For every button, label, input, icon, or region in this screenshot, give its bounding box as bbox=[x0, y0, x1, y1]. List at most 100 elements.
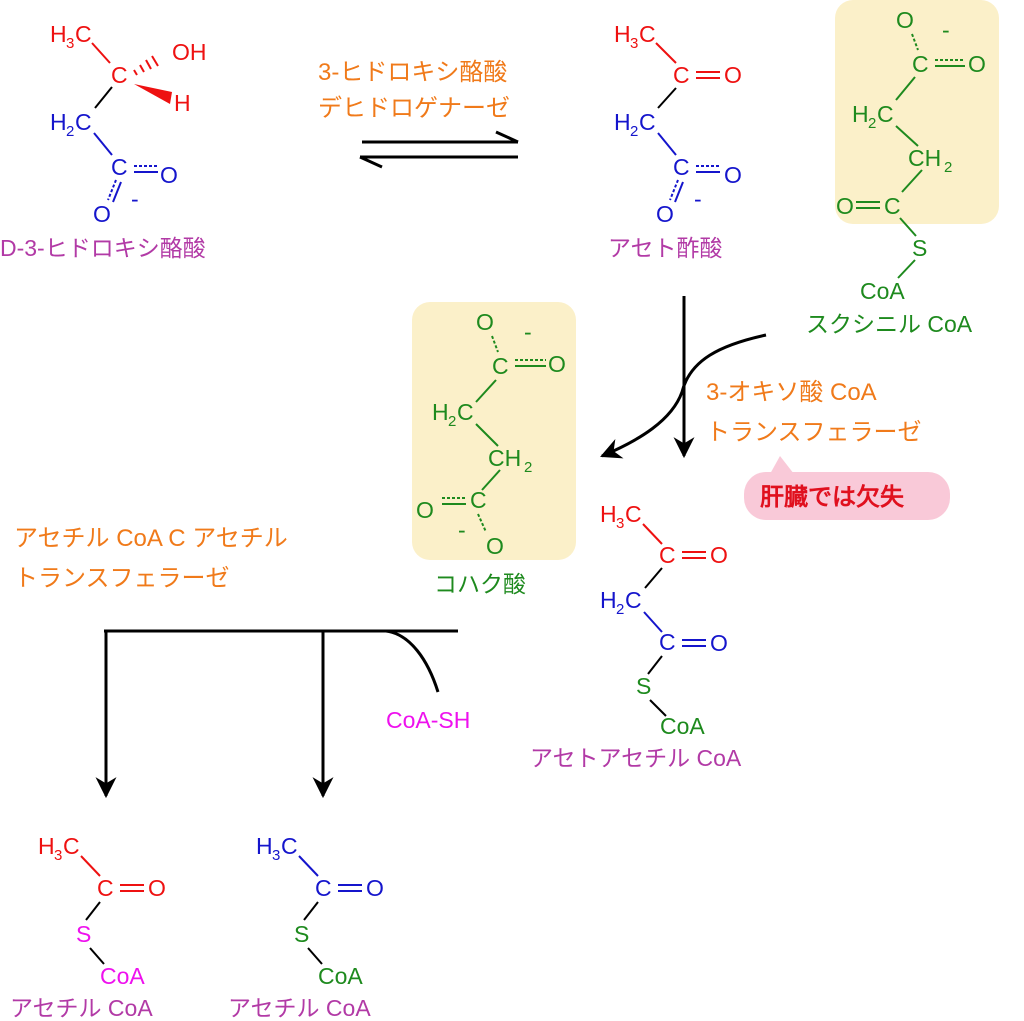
svg-text:3: 3 bbox=[54, 847, 62, 864]
svg-text:S: S bbox=[76, 921, 91, 947]
enzyme-label-transferase-2: トランスフェラーゼ bbox=[706, 419, 922, 446]
svg-text:CoA: CoA bbox=[660, 713, 705, 739]
acetoacetyl-coa-structure: H 3 C C O H 2 C C O S CoA bbox=[600, 501, 728, 739]
svg-text:-: - bbox=[131, 186, 139, 212]
svg-text:O: O bbox=[366, 875, 384, 901]
svg-text:C: C bbox=[281, 833, 298, 859]
svg-text:2: 2 bbox=[524, 459, 532, 476]
acetoacetate-structure: H 3 C C O H 2 C C O O - bbox=[614, 21, 742, 227]
svg-text:O: O bbox=[896, 7, 914, 33]
svg-text:H: H bbox=[432, 399, 449, 425]
svg-text:O: O bbox=[710, 542, 728, 568]
svg-text:C: C bbox=[470, 487, 487, 513]
svg-text:O: O bbox=[160, 162, 178, 188]
svg-text:H: H bbox=[50, 21, 67, 47]
acetyl-coa-structure-1: H 3 C C O S CoA bbox=[38, 833, 166, 989]
svg-text:H: H bbox=[256, 833, 273, 859]
svg-text:C: C bbox=[63, 833, 80, 859]
svg-text:C: C bbox=[97, 875, 114, 901]
svg-text:3: 3 bbox=[630, 35, 638, 52]
svg-text:O: O bbox=[968, 51, 986, 77]
svg-text:O: O bbox=[724, 62, 742, 88]
svg-text:C: C bbox=[659, 542, 676, 568]
svg-text:-: - bbox=[942, 17, 950, 43]
svg-text:3: 3 bbox=[272, 847, 280, 864]
svg-text:肝臓では欠失: 肝臓では欠失 bbox=[760, 483, 905, 511]
compound-label-acetoacetyl-coa: アセトアセチル CoA bbox=[530, 745, 742, 771]
svg-text:3: 3 bbox=[66, 35, 74, 52]
svg-text:C: C bbox=[659, 629, 676, 655]
compound-label-acetyl-coa-2: アセチル CoA bbox=[228, 995, 371, 1021]
liver-deficiency-callout: 肝臓では欠失 bbox=[744, 456, 950, 520]
svg-text:S: S bbox=[912, 235, 927, 261]
svg-text:H: H bbox=[38, 833, 55, 859]
svg-text:-: - bbox=[524, 319, 532, 345]
equilibrium-arrow bbox=[359, 130, 519, 169]
svg-text:H: H bbox=[852, 101, 869, 127]
thiolase-arrow bbox=[95, 629, 458, 799]
svg-text:2: 2 bbox=[616, 601, 624, 618]
svg-text:O: O bbox=[416, 497, 434, 523]
svg-text:C: C bbox=[673, 62, 690, 88]
enzyme-label-transferase-1: 3-オキソ酸 CoA bbox=[706, 379, 877, 406]
compound-label-succinate: コハク酸 bbox=[434, 571, 526, 597]
svg-text:C: C bbox=[884, 193, 901, 219]
svg-text:C: C bbox=[673, 154, 690, 180]
succinate-structure: O - C O H 2 C CH 2 C O O - bbox=[416, 309, 566, 559]
svg-text:2: 2 bbox=[448, 413, 456, 430]
svg-text:-: - bbox=[458, 517, 466, 543]
svg-text:O: O bbox=[148, 875, 166, 901]
svg-text:CoA: CoA bbox=[100, 963, 145, 989]
svg-text:CH: CH bbox=[908, 145, 941, 171]
svg-text:C: C bbox=[111, 62, 128, 88]
svg-text:H: H bbox=[174, 90, 191, 116]
svg-text:C: C bbox=[625, 501, 642, 527]
svg-text:S: S bbox=[294, 921, 309, 947]
svg-text:C: C bbox=[492, 353, 509, 379]
svg-text:C: C bbox=[315, 875, 332, 901]
svg-text:H: H bbox=[600, 587, 617, 613]
enzyme-label-thiolase-1: アセチル CoA C アセチル bbox=[14, 525, 288, 552]
svg-text:C: C bbox=[75, 109, 92, 135]
svg-text:C: C bbox=[639, 21, 656, 47]
svg-text:O: O bbox=[476, 309, 494, 335]
svg-text:CoA: CoA bbox=[860, 278, 905, 304]
svg-text:H: H bbox=[614, 109, 631, 135]
svg-text:H: H bbox=[614, 21, 631, 47]
svg-text:2: 2 bbox=[630, 123, 638, 140]
svg-text:H: H bbox=[50, 109, 67, 135]
svg-text:OH: OH bbox=[172, 39, 207, 65]
compound-label-succinyl-coa: スクシニル CoA bbox=[806, 311, 973, 337]
svg-text:S: S bbox=[636, 673, 651, 699]
compound-label-hydroxybutyrate: D-3-ヒドロキシ酪酸 bbox=[0, 235, 206, 261]
svg-text:C: C bbox=[912, 51, 929, 77]
enzyme-label-thiolase-2: トランスフェラーゼ bbox=[14, 565, 230, 592]
svg-text:O: O bbox=[656, 201, 674, 227]
svg-text:O: O bbox=[724, 162, 742, 188]
svg-text:-: - bbox=[694, 186, 702, 212]
transferase-arrow bbox=[600, 296, 767, 459]
svg-text:C: C bbox=[457, 399, 474, 425]
svg-text:O: O bbox=[93, 201, 111, 227]
svg-text:O: O bbox=[836, 193, 854, 219]
svg-text:CoA: CoA bbox=[318, 963, 363, 989]
svg-text:H: H bbox=[600, 501, 617, 527]
svg-text:3: 3 bbox=[616, 515, 624, 532]
succinyl-coa-highlight-box bbox=[835, 0, 999, 224]
svg-text:O: O bbox=[486, 533, 504, 559]
enzyme-label-dehydrogenase-2: デヒドロゲナーゼ bbox=[318, 95, 510, 122]
svg-text:2: 2 bbox=[868, 115, 876, 132]
svg-text:O: O bbox=[710, 630, 728, 656]
compound-label-acetoacetate: アセト酢酸 bbox=[608, 235, 723, 261]
svg-text:C: C bbox=[111, 154, 128, 180]
svg-text:C: C bbox=[625, 587, 642, 613]
svg-text:C: C bbox=[75, 21, 92, 47]
acetyl-coa-structure-2: H 3 C C O S CoA bbox=[256, 833, 384, 989]
compound-label-acetyl-coa-1: アセチル CoA bbox=[10, 995, 153, 1021]
enzyme-label-dehydrogenase-1: 3-ヒドロキシ酪酸 bbox=[318, 59, 507, 86]
svg-text:C: C bbox=[639, 109, 656, 135]
succinyl-coa-structure: O - C O H 2 C CH 2 O C S CoA bbox=[836, 7, 986, 304]
svg-text:2: 2 bbox=[944, 159, 952, 176]
